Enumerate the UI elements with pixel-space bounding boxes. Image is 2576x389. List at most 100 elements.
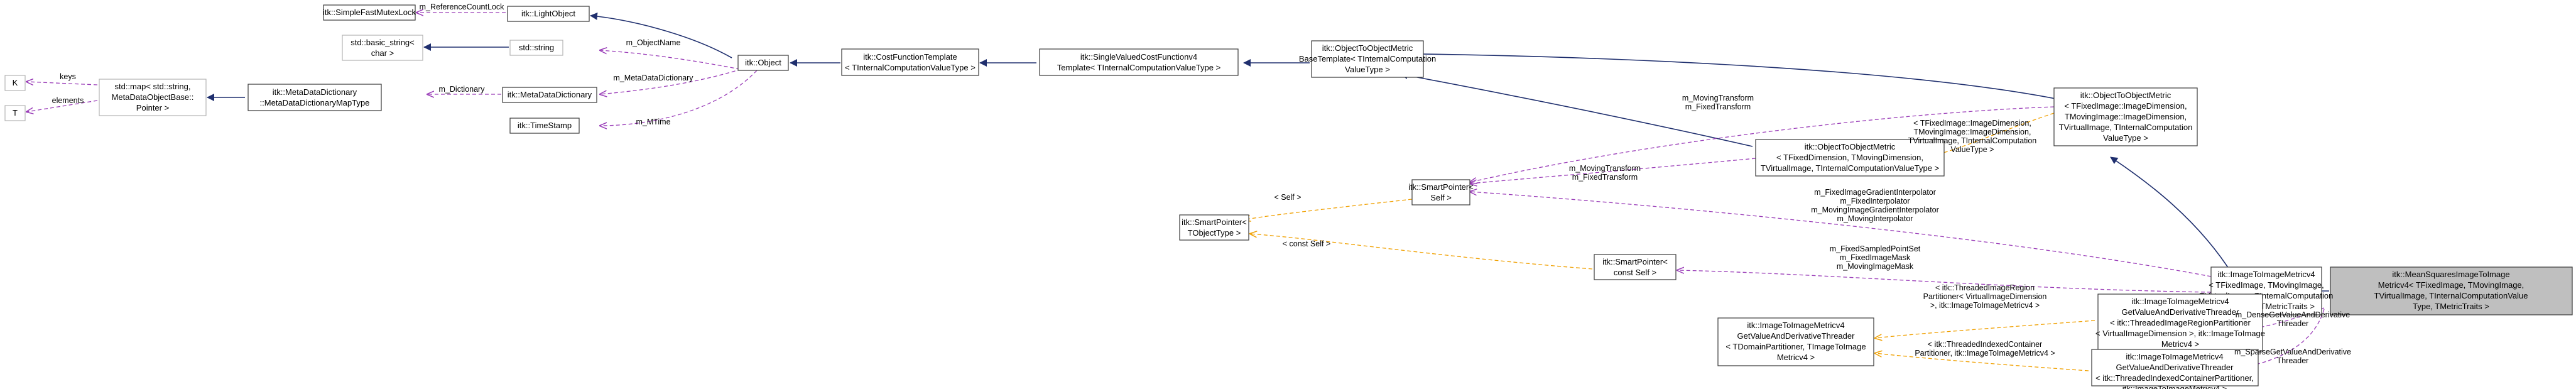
node-label-line: < TInternalComputationValueType > [845, 63, 976, 72]
edge-label: elements [52, 96, 84, 105]
node-label-line: < itk::ThreadedImageRegionPartitioner [2110, 318, 2251, 327]
node-label-line: ValueType > [1345, 65, 1390, 74]
node-label-line: itk::MeanSquaresImageToImage [2392, 270, 2509, 279]
edge-label: < Self > [1274, 193, 1301, 202]
node-label: itk::LightObject [521, 9, 575, 18]
edge-label-line: TVirtualImage, TInternalComputation [1908, 136, 2037, 145]
node-label-line: itk::SmartPointer< [1408, 182, 1474, 192]
edge-label-line: Threader [2277, 356, 2309, 365]
edge-label: m_MTime [636, 118, 670, 126]
node-label-line: Metricv4 > [2161, 339, 2199, 349]
node-label-line: char > [371, 48, 394, 58]
node-spself[interactable]: itk::SmartPointer<Self > [1408, 179, 1474, 205]
node-objtoobj[interactable]: itk::ObjectToObjectMetric< TFixedImage::… [2053, 87, 2198, 146]
edge-template-spconst [1250, 234, 1593, 270]
node-label-line: itk::ImageToImageMetricv4 [2131, 297, 2229, 306]
node-label-line: itk::ImageToImageMetricv4 [2217, 270, 2315, 279]
node-metadict[interactable]: itk::MetaDataDictionary [502, 87, 597, 103]
node-label: itk::MetaDataDictionary [508, 90, 592, 99]
node-label: itk::CostFunctionTemplate< TInternalComp… [845, 52, 976, 72]
node-label-line: TObjectType > [1188, 228, 1241, 238]
node-label: itk::TimeStamp [518, 121, 572, 130]
edge-member-objtoobjtpl-spself [1470, 158, 1756, 184]
node-label: itk::Object [745, 58, 781, 67]
node-label-line: TVirtualImage, TInternalComputationValue [2374, 291, 2528, 300]
node-costfunction[interactable]: itk::CostFunctionTemplate< TInternalComp… [841, 48, 979, 76]
edge-label-line: m_MovingTransform [1569, 164, 1641, 173]
node-label-line: itk::TimeStamp [518, 121, 572, 130]
node-timestamp[interactable]: itk::TimeStamp [509, 118, 580, 134]
node-label-line: < TFixedDimension, TMovingDimension, [1776, 153, 1923, 162]
node-lightobject[interactable]: itk::LightObject [507, 6, 590, 22]
edge-member-imagetoimage-spself [1470, 192, 2212, 277]
node-label-line: T [13, 108, 18, 118]
edge-template-spself [1244, 199, 1413, 220]
node-object[interactable]: itk::Object [737, 55, 789, 71]
edge-labels: m_ReferenceCountLock m_ObjectName m_Dict… [52, 3, 2351, 365]
edge-label-line: m_FixedImageMask [1840, 253, 1911, 262]
node-label-line: Pointer > [136, 103, 169, 112]
node-label-line: < TDomainPartitioner, TImageToImage [1725, 342, 1866, 351]
node-label-line: BaseTemplate< TInternalComputation [1299, 54, 1436, 63]
edge-label-line: m_MetaDataDictionary [613, 74, 693, 82]
node-label: itk::MetaDataDictionary::MetaDataDiction… [260, 87, 370, 107]
node-label-line: < TFixedImage, TMovingImage, [2209, 280, 2323, 290]
node-label-line: itk::LightObject [521, 9, 575, 18]
edge-inherit-object-lightobject [590, 12, 732, 58]
node-label-line: itk::SmartPointer< [1182, 217, 1247, 227]
edge-template-dense [1875, 320, 2095, 338]
edge-label: m_Dictionary [439, 85, 486, 94]
edge-label-line: m_MovingImageGradientInterpolator [1811, 205, 1939, 214]
edge-label-line: < const Self > [1283, 239, 1330, 248]
node-label-line: itk::ObjectToObjectMetric [1322, 43, 1413, 53]
node-label-line: Self > [1430, 193, 1452, 202]
node-label-line: GetValueAndDerivativeThreader [2116, 363, 2234, 372]
node-basicstring[interactable]: std::basic_string<char > [342, 35, 423, 61]
edge-label-line: TMovingImage::ImageDimension, [1914, 128, 2031, 136]
node-label-line: < itk::ThreadedIndexedContainerPartition… [2095, 373, 2254, 383]
edge-label-line: Partitioner, itk::ImageToImageMetricv4 > [1915, 349, 2055, 358]
node-label-line: itk::SimpleFastMutexLock [323, 8, 416, 17]
node-label-line: itk::ObjectToObjectMetric [2080, 90, 2171, 100]
node-spobj[interactable]: itk::SmartPointer<TObjectType > [1179, 214, 1249, 241]
node-objtoobjtpl[interactable]: itk::ObjectToObjectMetric< TFixedDimensi… [1755, 139, 1945, 177]
node-label-line: ::MetaDataDictionaryMapType [260, 98, 370, 107]
node-T[interactable]: T [4, 105, 26, 121]
node-label-line: std::basic_string< [351, 38, 415, 47]
node-label-line: GetValueAndDerivativeThreader [1737, 331, 1856, 341]
node-metadictmap[interactable]: itk::MetaDataDictionary::MetaDataDiction… [247, 84, 382, 111]
node-label: itk::SmartPointer<const Self > [1602, 257, 1668, 277]
edge-label: m_MetaDataDictionary [613, 74, 693, 82]
edge-member-keys [26, 82, 98, 85]
node-label-line: itk::MetaDataDictionary [508, 90, 592, 99]
edge-member-mtime [600, 70, 758, 126]
node-mutexlock[interactable]: itk::SimpleFastMutexLock [323, 4, 416, 21]
edge-member-objtoobj-spself [1470, 106, 2055, 182]
node-label-line: Metricv4< TFixedImage, TMovingImage, [2378, 280, 2524, 290]
edge-label-line: elements [52, 96, 84, 105]
node-stdmap[interactable]: std::map< std::string,MetaDataObjectBase… [99, 79, 207, 116]
node-K[interactable]: K [4, 75, 26, 91]
node-label-line: K [13, 78, 18, 87]
node-spconst[interactable]: itk::SmartPointer<const Self > [1594, 254, 1677, 280]
edge-label-line: m_DenseGetValueAndDerivative [2236, 310, 2350, 319]
node-label: itk::SmartPointer<Self > [1408, 182, 1474, 202]
edge-label-line: m_MovingInterpolator [1837, 214, 1913, 223]
node-label-line: < TFixedImage::ImageDimension, [2064, 101, 2187, 111]
node-label: std::string [519, 43, 554, 52]
edge-label-line: m_ObjectName [626, 38, 681, 47]
node-stdstring[interactable]: std::string [509, 40, 563, 56]
